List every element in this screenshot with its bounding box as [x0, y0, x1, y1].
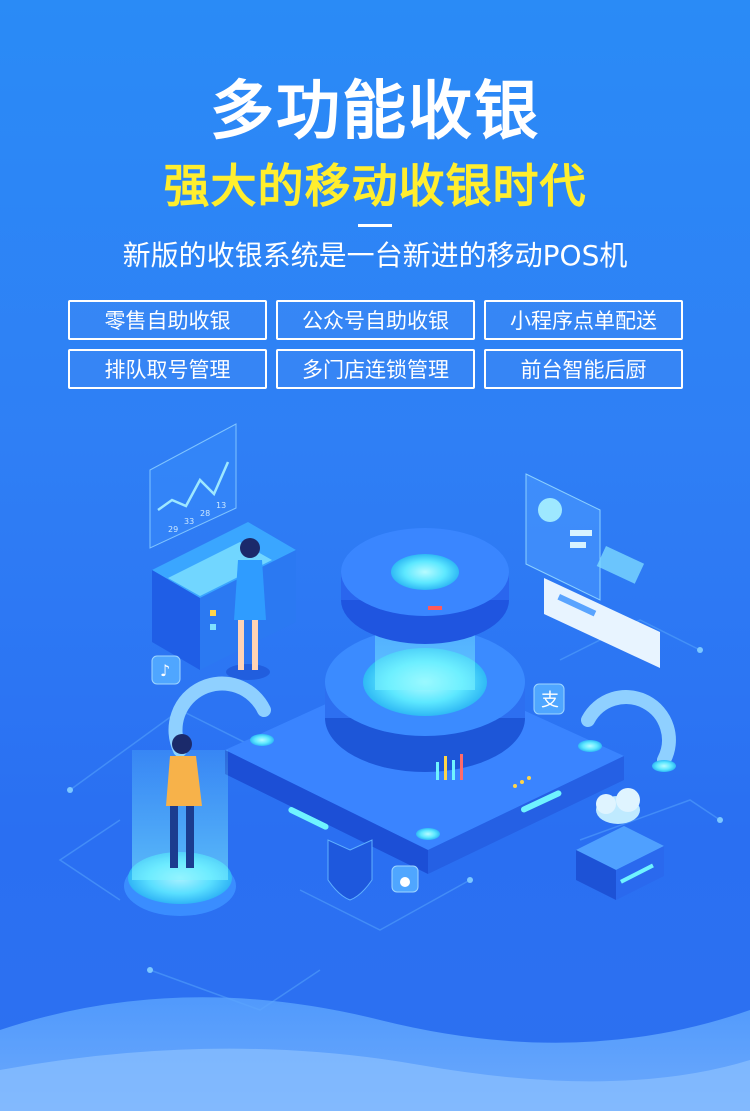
hero-tagline: 新版的收银系统是一台新进的移动POS机: [122, 239, 628, 272]
hero-subtitle: 强大的移动收银时代: [163, 159, 587, 213]
line-chart-panel: 29 33 28 13: [149, 423, 237, 549]
arches: [168, 676, 676, 767]
pos-illustration: 29 33 28 13: [0, 423, 750, 1111]
status-dots: [513, 776, 531, 788]
svg-text:支: 支: [541, 690, 559, 711]
woman-figure: [226, 538, 270, 680]
info-card: [544, 546, 660, 668]
title-divider: [358, 224, 392, 227]
led-bars: [436, 754, 463, 780]
pie-chart-icon: [538, 498, 562, 522]
svg-text:♪: ♪: [160, 661, 170, 680]
paw-icon: [391, 865, 419, 893]
feature-tag-official-account: 公众号自助收银: [276, 300, 475, 340]
bottom-waves: [0, 997, 750, 1111]
hero-title: 多功能收银: [210, 75, 540, 149]
feature-tag-chain-store: 多门店连锁管理: [276, 349, 475, 389]
feature-tag-mini-program: 小程序点单配送: [484, 300, 683, 340]
svg-text:28: 28: [200, 509, 210, 518]
feature-grid: 零售自助收银 公众号自助收银 小程序点单配送 排队取号管理 多门店连锁管理 前台…: [68, 300, 684, 389]
svg-text:13: 13: [216, 501, 226, 510]
cloud-icon: [596, 788, 640, 824]
feature-tag-retail: 零售自助收银: [68, 300, 267, 340]
kiosk-machine: [152, 522, 296, 670]
pie-chart-panel: [525, 473, 601, 601]
shield-icon: [327, 839, 373, 901]
feature-tag-queue: 排队取号管理: [68, 349, 267, 389]
svg-text:29: 29: [168, 525, 178, 534]
svg-text:33: 33: [184, 517, 194, 526]
man-figure: [124, 734, 236, 916]
central-cylinder: [325, 528, 531, 788]
feature-tag-kitchen: 前台智能后厨: [484, 349, 683, 389]
tiktok-icon: ♪: [151, 655, 181, 685]
cloud-server: [576, 788, 664, 900]
alipay-icon: 支: [533, 683, 565, 715]
